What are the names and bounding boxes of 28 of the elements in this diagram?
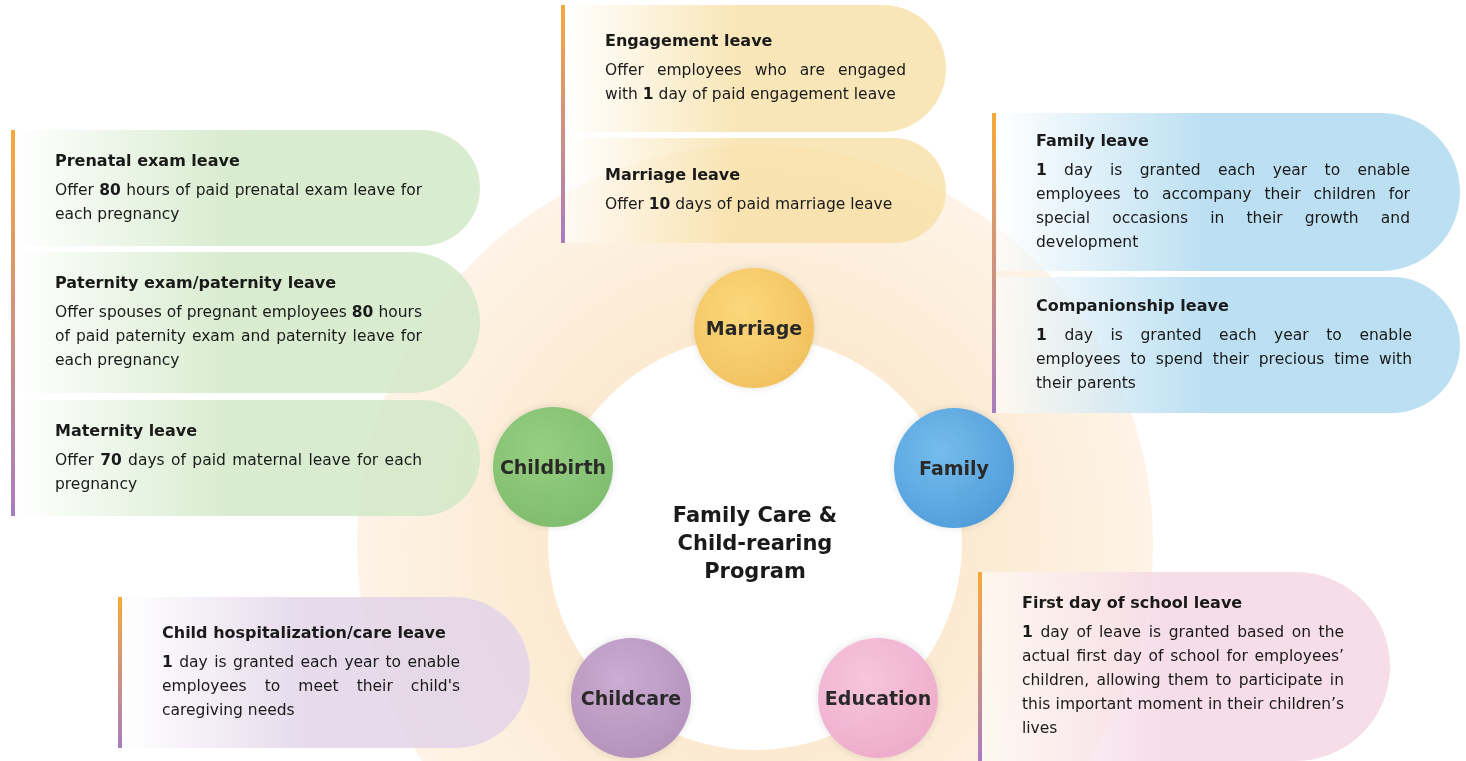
card-title: Marriage leave [605, 165, 742, 184]
category-label: Marriage [705, 317, 803, 339]
card-text: Offer spouses of pregnant employees 80 hours of paid paternity exam and paternity leave for each pregnancy [55, 302, 422, 371]
card-title: Prenatal exam leave [55, 150, 241, 170]
leave-card [996, 277, 1460, 413]
category-label: Family [919, 457, 989, 479]
card-text: 1 day is granted each year to enable employees to meet their child's caregiving needs [162, 652, 460, 721]
card-text: Offer 10 days of paid marriage leave [605, 194, 894, 215]
program-title: Family Care & Child-rearing Program [671, 502, 839, 585]
leave-card [982, 572, 1390, 761]
card-title: Family leave [1036, 130, 1150, 150]
card-text: Offer 80 hours of paid prenatal exam leave for each pregnancy [55, 179, 422, 225]
category-label: Education [824, 687, 932, 709]
leave-card [565, 138, 946, 243]
card-title: Companionship leave [1036, 295, 1230, 315]
card-title: First day of school leave [1022, 593, 1244, 612]
card-title: Paternity exam/paternity leave [55, 273, 338, 292]
card-text: 1 day of leave is granted based on the actual first day of school for employees’ children, allowing them to participate in this important moment in their children’s lives [1022, 622, 1344, 739]
card-title: Maternity leave [55, 420, 199, 440]
card-text: 1 day is granted each year to enable employees to spend their precious time with their parents [1036, 324, 1412, 394]
category-label: Childcare [580, 687, 682, 709]
leave-card [996, 113, 1460, 271]
card-title: Child hospitalization/care leave [162, 623, 447, 642]
card-text: Offer 70 days of paid maternal leave for each pregnancy [55, 449, 422, 495]
card-text: 1 day is granted each year to enable employees to accompany their children for special occasions in their growth and development [1036, 159, 1410, 253]
category-label: Childbirth [499, 456, 607, 478]
card-title: Engagement leave [605, 31, 774, 50]
card-text: Offer employees who are engaged with 1 day of paid engagement leave [605, 60, 906, 105]
